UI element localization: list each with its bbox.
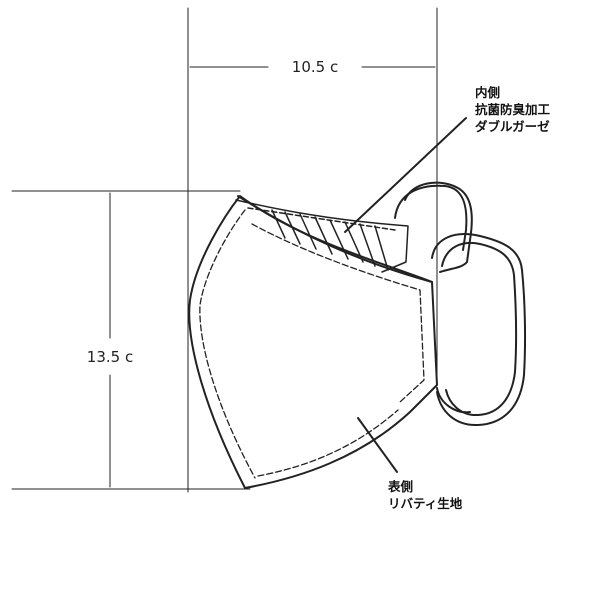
outer-fabric-label: 表側 リバティ生地 — [388, 478, 462, 512]
mask-body — [188, 195, 438, 489]
inner-label-line: ダブルガーゼ — [475, 119, 550, 134]
width-dimension-lines — [187, 7, 438, 493]
ear-loop-back — [394, 181, 473, 414]
outer-leader-line — [357, 417, 398, 473]
inner-fabric-label: 内側 抗菌防臭加工 ダブルガーゼ — [475, 84, 550, 135]
outer-label-line: リバティ生地 — [388, 496, 463, 511]
ear-loop-front — [431, 233, 527, 427]
height-dimension-label: 13.5 c — [87, 348, 133, 366]
inner-label-line: 内側 — [475, 85, 501, 100]
inner-leader-line — [344, 117, 467, 233]
height-dimension-lines — [11, 190, 251, 490]
inner-label-line: 抗菌防臭加工 — [475, 102, 551, 117]
outer-label-line: 表側 — [388, 479, 414, 494]
width-dimension-label: 10.5 c — [292, 58, 338, 76]
